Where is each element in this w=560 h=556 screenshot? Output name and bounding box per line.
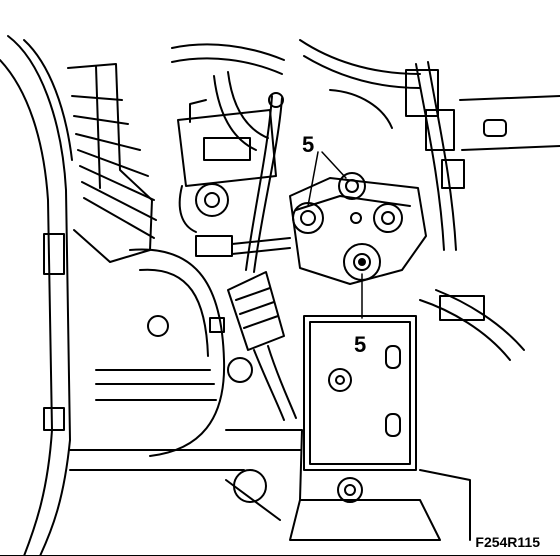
bracket-block [177,99,277,233]
side-panel [459,95,560,151]
callout-5-bottom: 5 [354,332,366,357]
figure-id-label: F254R115 [475,534,540,550]
top-hoses [171,39,421,151]
mounting-plate [303,315,417,471]
brake-booster [95,248,226,457]
cable-run [195,92,291,273]
sensor-connector [209,271,297,421]
callout-5-top: 5 [302,132,314,157]
air-duct [67,63,157,263]
fender-panel [0,35,73,556]
lower-structure [0,429,560,556]
wiring-loom [405,61,525,361]
callout-leaders [307,151,363,319]
